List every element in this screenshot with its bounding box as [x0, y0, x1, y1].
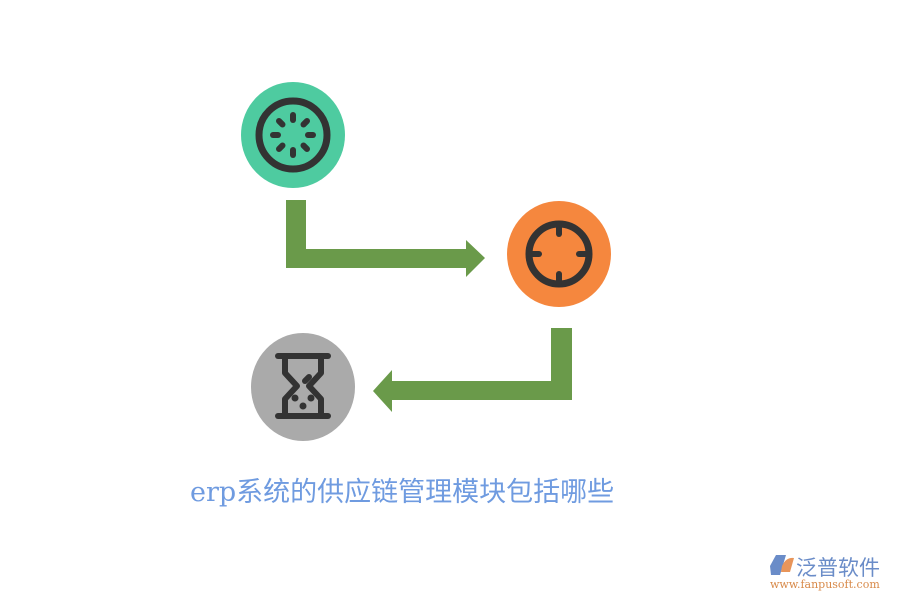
fanpu-logo-icon	[770, 555, 794, 575]
logo-brand-name: 泛普软件	[796, 556, 880, 580]
node-circle-gray	[251, 333, 355, 441]
loading-spinner-icon	[255, 97, 331, 173]
crosshair-icon	[525, 220, 593, 288]
node-circle-green	[241, 82, 345, 188]
hourglass-icon	[275, 353, 331, 419]
brand-logo: 泛普软件 www.fanpusoft.com	[768, 552, 898, 596]
diagram-title: erp系统的供应链管理模块包括哪些	[190, 477, 615, 508]
node-circle-orange	[507, 201, 611, 307]
logo-url: www.fanpusoft.com	[770, 578, 880, 591]
